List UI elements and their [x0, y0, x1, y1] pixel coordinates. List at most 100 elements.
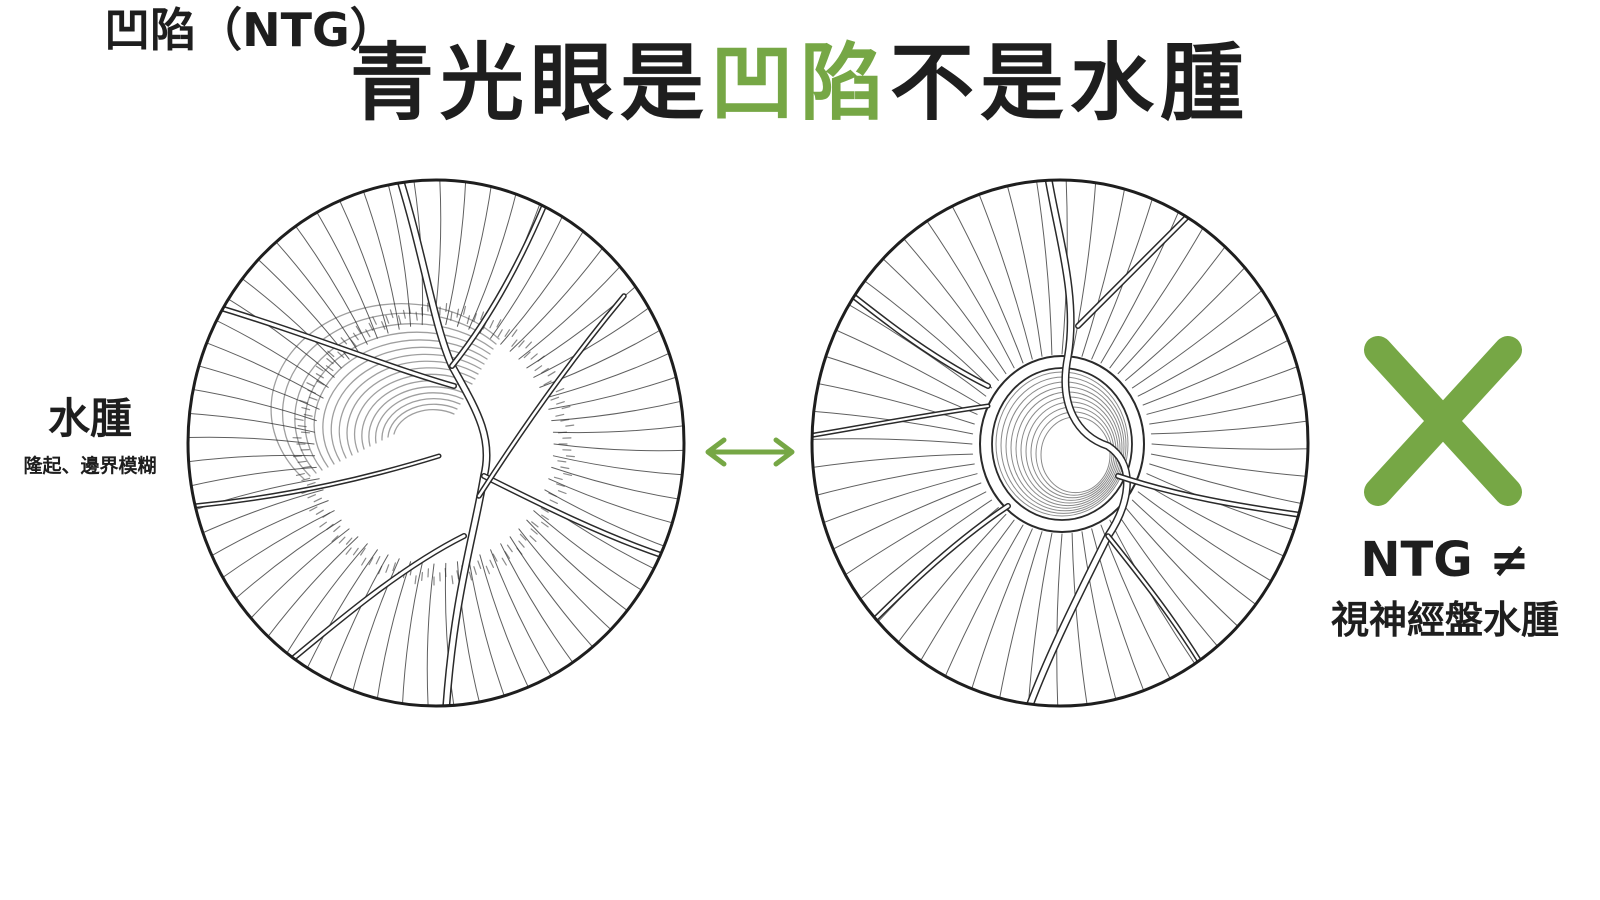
fiber-line	[553, 443, 684, 452]
fiber-line	[812, 473, 978, 554]
fiber-line	[533, 510, 684, 628]
fiber-line	[490, 549, 591, 706]
fiber-line	[812, 438, 973, 445]
halo-tick	[368, 322, 374, 331]
halo-tick	[308, 396, 318, 401]
halo-tick	[480, 311, 485, 321]
fiber-line	[490, 180, 591, 339]
fiber-line	[812, 300, 982, 406]
halo-tick	[501, 557, 507, 566]
halo-tick	[557, 490, 567, 495]
edema-label: 水腫 隆起、邊界模糊	[0, 392, 180, 480]
fiber-line	[812, 453, 974, 482]
halo-tick	[307, 389, 316, 394]
halo-tick	[456, 308, 460, 318]
fiber-line	[918, 524, 1024, 706]
halo-tick	[468, 571, 473, 581]
halo-tick	[529, 535, 537, 542]
halo-tick	[375, 556, 381, 565]
halo-tick	[537, 355, 545, 362]
halo-tick	[295, 473, 305, 476]
halo-tick	[313, 497, 322, 503]
fiber-line	[426, 563, 435, 706]
fiber-line	[1150, 406, 1308, 435]
dome-arc	[281, 312, 497, 477]
fiber-line	[188, 510, 335, 628]
halo-tick	[385, 564, 390, 573]
fiber-line	[188, 347, 320, 410]
fiber-line	[433, 180, 442, 325]
fiber-line	[1100, 524, 1206, 706]
fiber-line	[401, 180, 424, 326]
fiber-line	[812, 370, 975, 425]
halo-tick	[489, 559, 494, 568]
halo-tick	[299, 399, 309, 404]
halo-tick	[350, 339, 357, 347]
halo-tick	[511, 339, 518, 347]
halo-tick	[506, 544, 513, 553]
dome-arc	[353, 373, 473, 453]
vessel-outline	[395, 180, 491, 706]
halo-tick	[345, 547, 352, 555]
halo-tick	[306, 482, 316, 486]
fiber-line	[1056, 533, 1063, 706]
fiber-line	[1150, 453, 1308, 482]
halo-tick	[352, 332, 359, 341]
halo-tick	[556, 483, 565, 487]
blurred-disc-margin	[292, 302, 575, 586]
fiber-line	[456, 180, 499, 327]
fiber-line	[500, 543, 618, 706]
fiber-line	[188, 466, 317, 509]
swollen-disc-illustration	[186, 178, 686, 708]
fiber-line	[812, 267, 987, 397]
halo-tick	[325, 365, 334, 372]
halo-tick	[352, 547, 359, 556]
dome-arc	[381, 398, 461, 441]
halo-tick	[316, 380, 325, 386]
fundus-outline-right	[810, 178, 1310, 708]
vessel-outline	[825, 273, 991, 389]
fiber-line	[307, 554, 389, 706]
halo-tick	[322, 512, 331, 518]
halo-tick	[540, 507, 549, 513]
fiber-line	[1091, 180, 1172, 360]
fiber-line	[224, 188, 359, 352]
halo-tick	[297, 425, 307, 428]
fundus-outline-left	[186, 178, 686, 708]
halo-tick	[372, 316, 377, 325]
halo-tick	[504, 329, 511, 337]
halo-tick	[557, 460, 567, 463]
conclusion-line-1: NTG ≠	[1360, 532, 1530, 588]
dome-arc	[387, 403, 458, 438]
fiber-line	[307, 180, 389, 334]
fiber-line	[855, 185, 1007, 375]
halo-tick	[301, 477, 311, 481]
halo-tick	[560, 466, 570, 470]
fiber-line	[988, 180, 1043, 357]
fiber-line	[188, 519, 342, 654]
fiber-line	[400, 562, 423, 706]
halo-tick	[327, 350, 335, 358]
halo-tick	[355, 325, 362, 334]
halo-tick	[301, 407, 311, 411]
fiber-line	[539, 287, 684, 388]
page-title: 青光眼是凹陷不是水腫	[0, 28, 1600, 138]
cupping-label: 凹陷（NTG）	[104, 3, 396, 57]
halo-tick	[297, 460, 307, 463]
halo-tick	[421, 571, 423, 581]
conclusion-line-2: 視神經盤水腫	[1330, 598, 1559, 642]
fiber-line	[1061, 180, 1068, 355]
halo-tick	[555, 413, 565, 417]
vessel-outline	[449, 203, 547, 369]
fiber-line	[369, 561, 412, 706]
halo-tick	[550, 396, 560, 401]
halo-tick	[561, 405, 571, 410]
fiber-line	[812, 406, 974, 435]
halo-tick	[300, 431, 311, 434]
fiber-line	[1024, 180, 1053, 356]
double-arrow-icon	[705, 437, 795, 467]
halo-tick	[497, 329, 503, 338]
halo-tick	[445, 302, 448, 313]
dome-arc	[270, 302, 500, 480]
fiber-line	[188, 379, 317, 422]
